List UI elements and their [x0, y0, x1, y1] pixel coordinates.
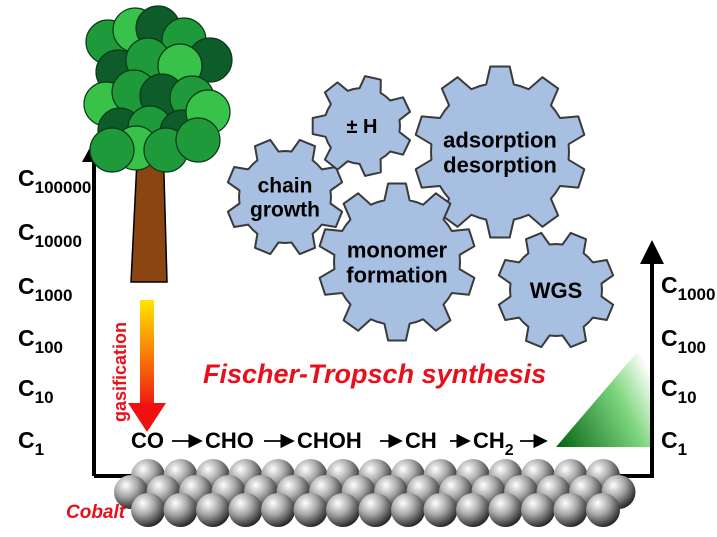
gear-label: ± H — [347, 116, 378, 138]
right-axis-label: C10 — [661, 375, 697, 407]
gear-label: chain — [258, 174, 313, 197]
right-axis-label: C1 — [661, 427, 687, 459]
left-axis-label: C1000 — [18, 273, 72, 305]
cobalt-atom — [456, 493, 490, 527]
right-axis-arrowhead — [640, 240, 664, 264]
tree-foliage — [83, 5, 233, 173]
chain-species: CH2 — [473, 428, 514, 459]
cobalt-atom — [488, 493, 523, 527]
gear-label: growth — [250, 199, 320, 222]
gear-label: desorption — [443, 153, 557, 178]
gear-shape — [497, 231, 615, 349]
cobalt-atom — [358, 493, 393, 527]
gear-shape — [311, 75, 411, 177]
cobalt-atom — [553, 493, 588, 527]
gear-shape — [318, 182, 476, 342]
chain-species: CO — [131, 428, 164, 453]
chain-species: CHOH — [297, 428, 362, 453]
gear-shape — [414, 65, 586, 239]
gear-label: WGS — [530, 278, 583, 303]
left-axis-label: C1 — [18, 427, 44, 459]
left-axis-label: C100000 — [18, 165, 91, 197]
gasification-label: gasification — [110, 322, 130, 422]
cobalt-atom — [261, 493, 295, 527]
cobalt-atom — [293, 493, 328, 527]
gear-label: monomer — [347, 237, 448, 262]
cobalt-atom — [391, 493, 425, 527]
cobalt-atom — [196, 493, 230, 527]
right-axis-label: C100 — [661, 325, 706, 357]
cobalt-atom — [521, 493, 555, 527]
reaction-chain: CO CHO CHOH CH CH2 — [131, 428, 548, 459]
gasification-arrow: gasification — [110, 300, 166, 432]
cobalt-atom — [326, 493, 360, 527]
cobalt-label: Cobalt — [66, 502, 126, 523]
cobalt-atom — [228, 493, 263, 527]
gear-shape — [226, 138, 344, 256]
gear: ± H — [311, 75, 411, 177]
chain-species: CH — [405, 428, 437, 453]
left-axis-label: C10 — [18, 375, 54, 407]
cobalt-atom — [423, 493, 458, 527]
right-axis-line — [620, 262, 654, 478]
gear: WGS — [497, 231, 615, 349]
right-axis-label: C1000 — [661, 272, 715, 304]
biomass-tree — [83, 5, 233, 283]
foliage-blob — [89, 127, 135, 173]
gear-label: formation — [346, 263, 447, 288]
cobalt-atom — [131, 493, 165, 527]
diagram-title: Fischer-Tropsch synthesis — [203, 359, 546, 389]
cobalt-atom — [586, 493, 620, 527]
product-distribution-triangle — [556, 337, 650, 447]
foliage-blob — [175, 117, 221, 163]
left-axis-label: C10000 — [18, 219, 82, 251]
cobalt-surface — [114, 459, 636, 527]
chain-species: CHO — [205, 428, 254, 453]
left-axis-label: C100 — [18, 325, 63, 357]
gear-label: adsorption — [443, 127, 557, 152]
cobalt-atom — [163, 493, 198, 527]
